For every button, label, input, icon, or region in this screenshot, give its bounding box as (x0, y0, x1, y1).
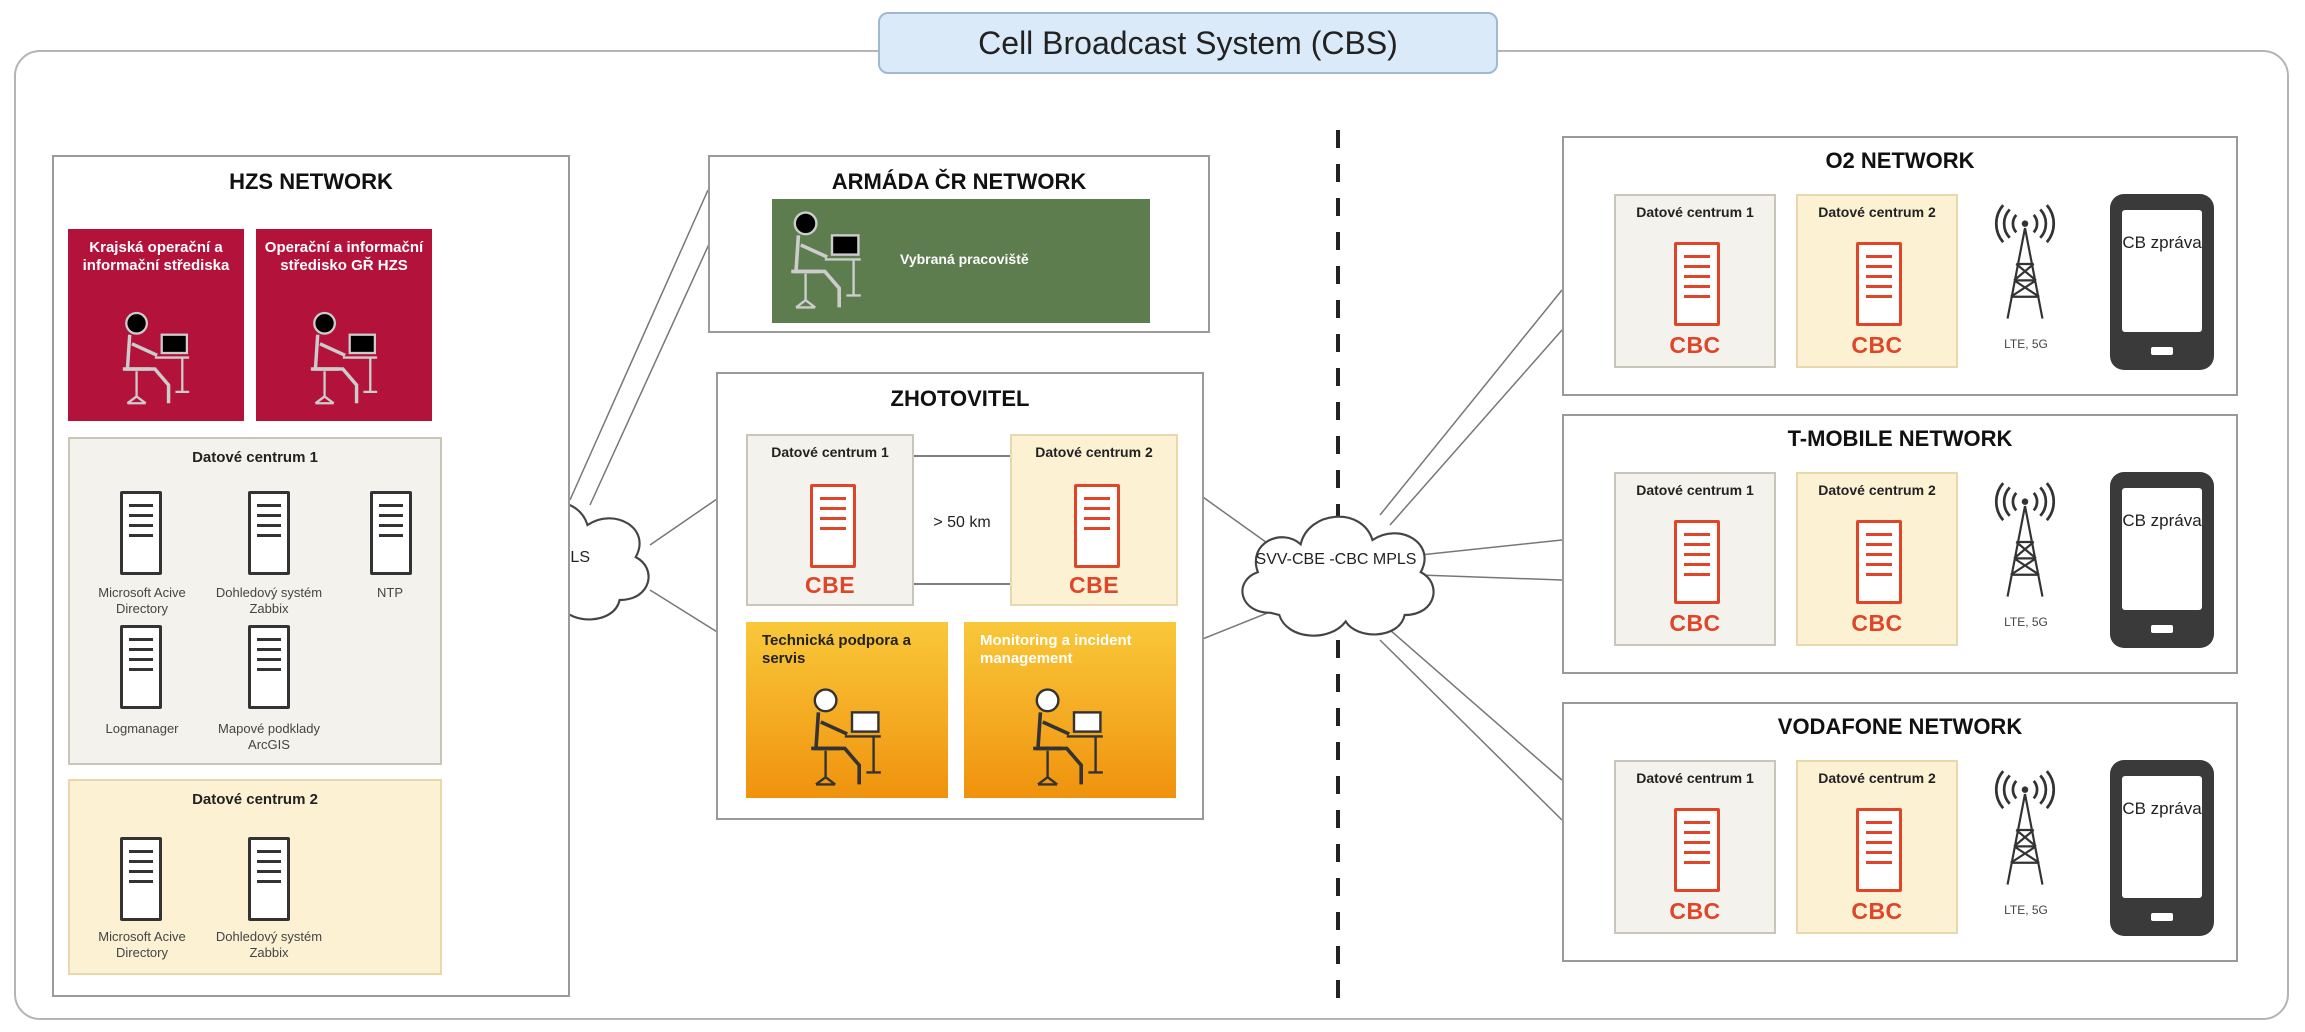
regional-centers-label: Krajská operační a informační střediska (82, 239, 230, 274)
operator-dc1-title: Datové centrum 1 (1636, 482, 1754, 498)
operator-person-icon (789, 210, 863, 310)
cb-message-label: CB zpráva (2122, 799, 2202, 818)
server-icon (120, 491, 162, 575)
hzs-network-title: HZS NETWORK (229, 169, 393, 194)
cbc-server-icon (1674, 520, 1720, 604)
cbc-server-icon (1856, 242, 1902, 326)
army-network-title: ARMÁDA ČR NETWORK (831, 169, 1087, 194)
cell-tower-icon (1994, 770, 2056, 886)
cbc-label: CBC (1669, 610, 1721, 636)
operator-dc1-title: Datové centrum 1 (1636, 770, 1754, 786)
hzs-dc2-title: Datové centrum 2 (192, 791, 318, 808)
server-caption: Mapové podklady ArcGIS (218, 721, 320, 752)
operator-person-icon (1031, 687, 1105, 787)
cbc-label: CBC (1669, 898, 1721, 924)
operator-person-icon (809, 687, 883, 787)
server-caption: Microsoft Acive Directory (98, 585, 186, 616)
contractor-datacenter-1: Datové centrum 1 CBE (746, 434, 914, 606)
support-label: Technická podpora a servis (762, 632, 911, 667)
operator-datacenter-1: Datové centrum 1 CBC (1614, 472, 1776, 646)
monitoring-label: Monitoring a incident management (980, 632, 1132, 667)
regional-centers-tile: Krajská operační a informační střediska (68, 229, 244, 421)
cbc-server-icon (1674, 242, 1720, 326)
hzs-datacenter-1: Datové centrum 1 Microsoft Acive Directo… (68, 437, 442, 765)
operator-dc2-title: Datové centrum 2 (1818, 204, 1936, 220)
server-caption: Dohledový systém Zabbix (215, 929, 323, 960)
operator-network-title: O2 NETWORK (1825, 148, 1975, 173)
hzs-network: HZS NETWORK Krajská operační a informačn… (52, 155, 570, 997)
contractor-dc2-title: Datové centrum 2 (1035, 444, 1153, 460)
server-icon (120, 625, 162, 709)
cbc-label: CBC (1669, 332, 1721, 358)
diagram-title: Cell Broadcast System (CBS) (878, 12, 1498, 74)
server-caption: Logmanager (105, 721, 179, 736)
tower-caption: LTE, 5G (2004, 903, 2048, 917)
tower-caption: LTE, 5G (2004, 337, 2048, 351)
operator-datacenter-2: Datové centrum 2 CBC (1796, 472, 1958, 646)
hzs-dc1-title: Datové centrum 1 (192, 449, 318, 466)
svv-mpls-cloud (1241, 515, 1435, 637)
server-caption: NTP (377, 585, 403, 600)
cbc-server-icon (1674, 808, 1720, 892)
support-tile: Technická podpora a servis (746, 622, 948, 798)
general-directorate-label: Operační a informační středisko GŘ HZS (264, 239, 424, 274)
operator-person-icon (309, 311, 379, 406)
cbe-server-icon (810, 484, 856, 568)
cb-message-label: CB zpráva (2122, 511, 2202, 530)
datacenter-link (914, 455, 1010, 585)
server-icon (120, 837, 162, 921)
operator-datacenter-1: Datové centrum 1 CBC (1614, 760, 1776, 934)
cbc-label: CBC (1851, 610, 1903, 636)
operator-datacenter-2: Datové centrum 2 CBC (1796, 760, 1958, 934)
operator-datacenter-2: Datové centrum 2 CBC (1796, 194, 1958, 368)
operator-datacenter-1: Datové centrum 1 CBC (1614, 194, 1776, 368)
operator-network-title: VODAFONE NETWORK (1777, 714, 2023, 739)
contractor-dc1-title: Datové centrum 1 (771, 444, 889, 460)
cbc-server-icon (1856, 808, 1902, 892)
cell-tower-icon (1994, 482, 2056, 598)
hzs-datacenter-2: Datové centrum 2 Microsoft Acive Directo… (68, 779, 442, 975)
server-caption: Microsoft Acive Directory (98, 929, 186, 960)
operator-dc2-title: Datové centrum 2 (1818, 482, 1936, 498)
distance-label: > 50 km (933, 514, 991, 531)
contractor-title: ZHOTOVITEL (890, 386, 1030, 411)
army-workplace-label: Vybraná pracoviště (900, 251, 1029, 267)
cbc-server-icon (1856, 520, 1902, 604)
cbe-server-icon (1074, 484, 1120, 568)
operator-person-icon (121, 311, 191, 406)
phone-icon: CB zpráva (2110, 760, 2214, 936)
tower-caption: LTE, 5G (2004, 615, 2048, 629)
cbe-label: CBE (1068, 572, 1120, 598)
server-icon (248, 491, 290, 575)
operator-network-title: T-MOBILE NETWORK (1787, 426, 2013, 451)
svv-mpls-label: SVV-CBE -CBC MPLS (1255, 551, 1417, 568)
cbc-label: CBC (1851, 898, 1903, 924)
operator-dc1-title: Datové centrum 1 (1636, 204, 1754, 220)
cbc-label: CBC (1851, 332, 1903, 358)
monitoring-tile: Monitoring a incident management (964, 622, 1176, 798)
cb-message-label: CB zpráva (2122, 233, 2202, 252)
army-workplace-tile: Vybraná pracoviště (772, 199, 1150, 323)
general-directorate-tile: Operační a informační středisko GŘ HZS (256, 229, 432, 421)
server-icon (248, 625, 290, 709)
operator-dc2-title: Datové centrum 2 (1818, 770, 1936, 786)
server-caption: Dohledový systém Zabbix (215, 585, 323, 616)
contractor-network: ZHOTOVITEL Datové centrum 1 CBE Datové c… (716, 372, 1204, 820)
server-icon (370, 491, 412, 575)
server-icon (248, 837, 290, 921)
cell-tower-icon (1994, 204, 2056, 320)
phone-icon: CB zpráva (2110, 472, 2214, 648)
contractor-datacenter-2: Datové centrum 2 CBE (1010, 434, 1178, 606)
army-network: ARMÁDA ČR NETWORK Vybraná pracoviště (708, 155, 1210, 333)
cbe-label: CBE (804, 572, 856, 598)
phone-icon: CB zpráva (2110, 194, 2214, 370)
